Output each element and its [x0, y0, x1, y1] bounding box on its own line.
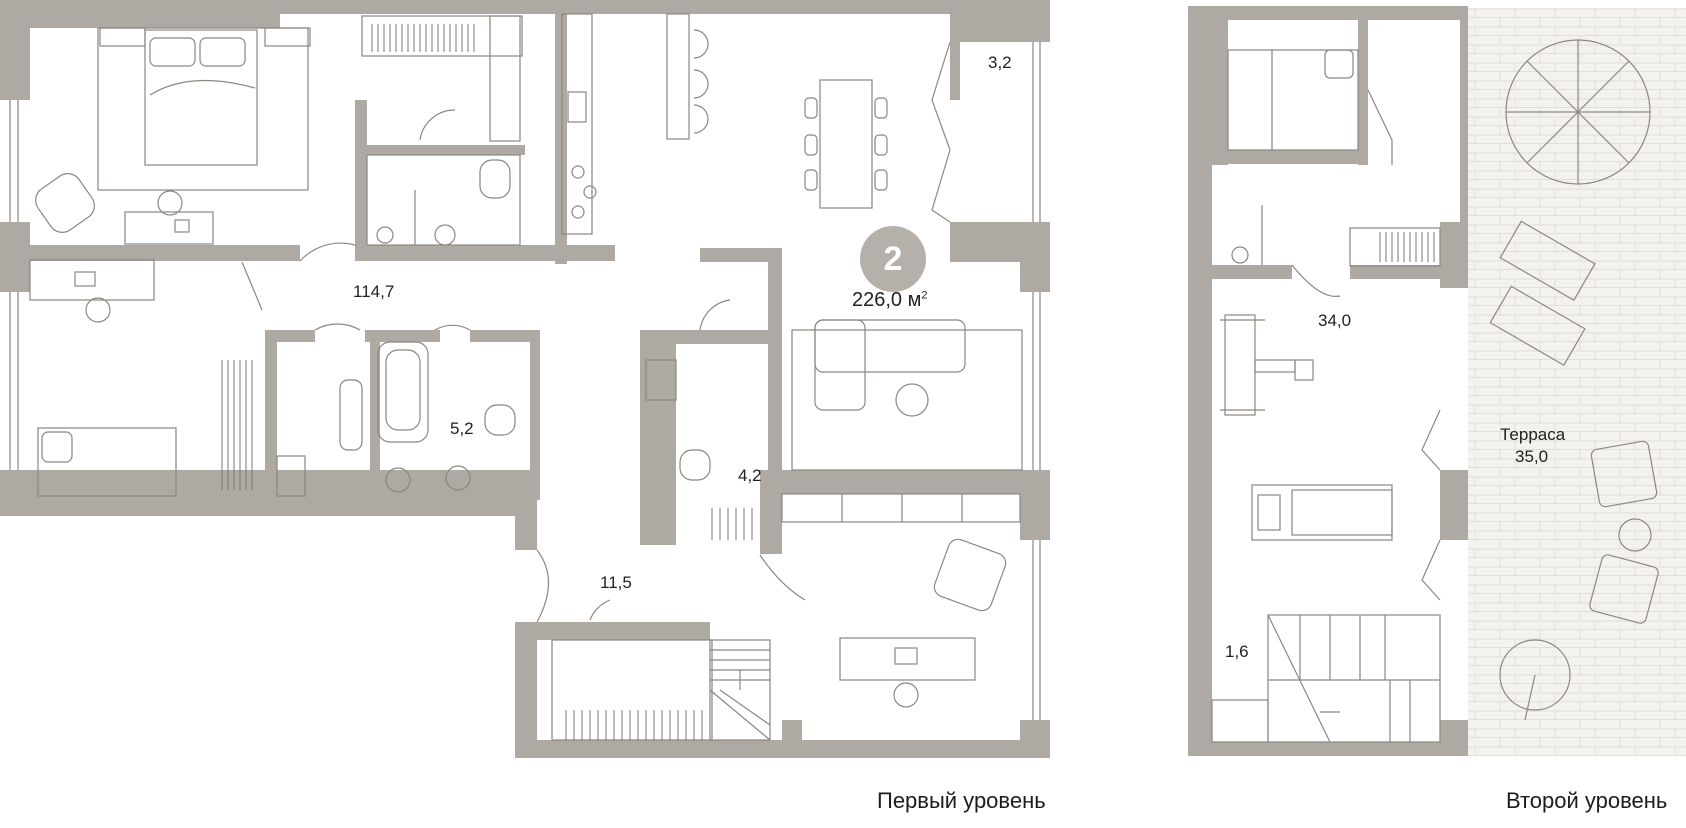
area-gym: 34,0 [1318, 311, 1352, 330]
area-stair-closet: 1,6 [1225, 642, 1249, 661]
total-area-value: 226,0 м [852, 289, 922, 311]
terrace-deck [1468, 8, 1686, 756]
area-wc: 4,2 [738, 466, 762, 485]
level-2-caption: Второй уровень [1506, 788, 1668, 813]
terrace-name: Терраса [1500, 425, 1566, 444]
level-1-caption: Первый уровень [877, 788, 1046, 813]
total-area-unit-sup: 2 [921, 289, 928, 302]
area-balcony: 3,2 [988, 53, 1012, 72]
level-2-plan [1188, 6, 1686, 756]
area-living: 114,7 [353, 282, 395, 301]
apartment-number: 2 [883, 239, 903, 278]
terrace-area: 35,0 [1515, 447, 1549, 466]
area-hall: 11,5 [600, 573, 632, 592]
level-1-furniture [9, 13, 1041, 741]
total-area: 226,0 м2 [852, 290, 927, 310]
level-1-plan [0, 0, 1050, 758]
wardrobe-hatches-1 [221, 24, 753, 740]
apartment-number-badge: 2 [860, 226, 926, 292]
area-bath-main: 5,2 [450, 419, 474, 438]
